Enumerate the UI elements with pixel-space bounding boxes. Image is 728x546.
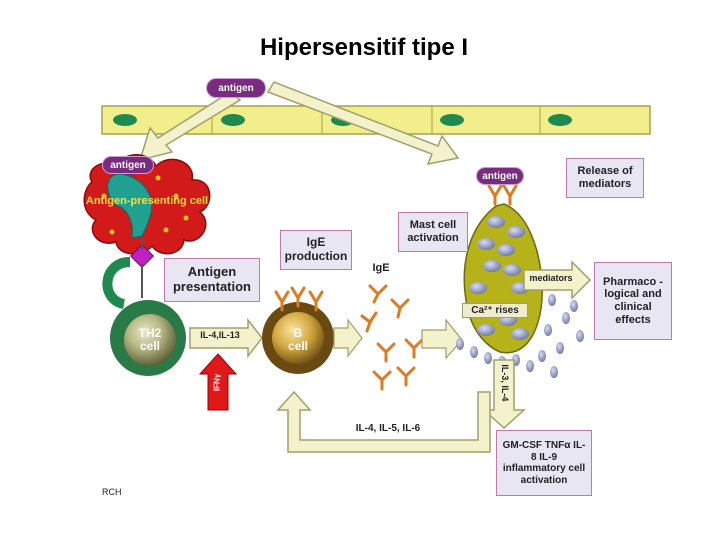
th2-cell-label: TH2 cell [138,326,162,354]
ige-antibodies [274,184,518,391]
arrow-b-to-mast [333,318,363,358]
ige-production-box: IgE production [280,230,352,270]
nucleus [440,114,464,126]
antigen-entry-arrows [138,81,460,166]
il4-il13-label: IL-4,IL-13 [200,330,240,340]
pharmaco-effects-box: Pharmaco -logical and clinical effects [594,262,672,340]
epithelium [101,105,651,135]
nucleus [221,114,245,126]
mediators-arrow [523,260,592,300]
inflammatory-activation-box: GM-CSF TNFα IL-8 IL-9 inflammatory cell … [496,430,592,496]
page-title: Hipersensitif tipe I [259,34,469,61]
ifn-gamma-label: IFNγ [212,373,222,392]
credit-label: RCH [102,487,122,497]
antigen-presentation-box: Antigen presentation [164,258,260,302]
cytokine-down-arrow [482,359,526,430]
arrow-th2-to-b [189,317,263,359]
released-granules [456,294,584,378]
ige-label: IgE [372,262,390,274]
mast-cell-activation-box: Mast cell activation [398,212,468,252]
release-of-mediators-box: Release of mediators [566,158,644,198]
antigen-pill-mast: antigen [476,167,524,185]
apc-label: Antigen-presenting cell [85,195,209,207]
antigen-pill-top: antigen [206,78,266,98]
arrow-ige-to-mast [421,318,463,360]
il3-il4-label: IL-3, IL-4 [499,364,510,402]
nucleus [548,114,572,126]
mediators-label: mediators [529,273,573,283]
ca-rises-label: Ca²⁺ rises [462,303,528,318]
b-cell-label: B cell [287,326,308,354]
feedback-label: IL-4, IL-5, IL-6 [355,423,421,434]
feedback-arrow [276,390,491,453]
th2-cell [110,300,186,376]
antigen-pill-apc: antigen [102,156,154,174]
ifn-gamma-arrow [198,353,238,411]
nucleus [113,114,137,126]
b-cell [262,302,334,374]
tcr-connection [102,238,155,309]
